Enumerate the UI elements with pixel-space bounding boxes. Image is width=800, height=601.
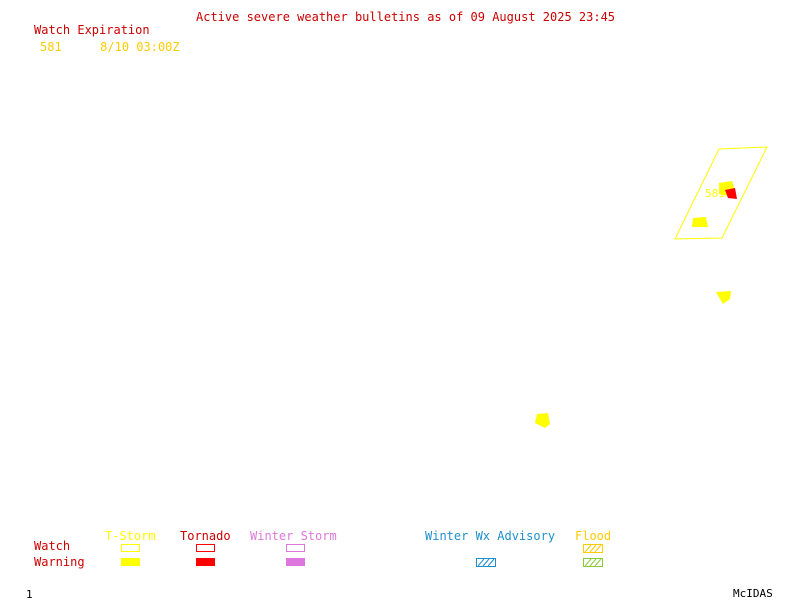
watch-expiration: 8/10 03:00Z — [100, 40, 180, 54]
legend-swatch-tstorm-warning — [121, 558, 140, 566]
legend-swatch-tornado-warning — [196, 558, 215, 566]
legend-label-flood: Flood — [575, 529, 612, 543]
legend-swatch-winter-storm-warning — [286, 558, 305, 566]
legend-swatch-flood-watch — [583, 544, 603, 553]
legend-label-tstorm: T-Storm — [105, 529, 156, 543]
frame-number: 1 — [26, 588, 33, 601]
watch-number: 581 — [40, 40, 62, 54]
watch-column-header: Watch Expiration — [34, 24, 150, 37]
legend-row-label-watch: Watch — [34, 539, 71, 553]
legend-label-winter-advisory: Winter Wx Advisory — [425, 529, 556, 543]
tstorm-warning-polygon[interactable] — [716, 291, 731, 304]
legend-swatch-tornado-watch — [196, 544, 215, 552]
software-label: McIDAS — [733, 587, 773, 600]
legend-label-winter-storm: Winter Storm — [250, 529, 337, 543]
tstorm-warning-polygon[interactable] — [692, 217, 708, 227]
bulletin-title: Active severe weather bulletins as of 09… — [196, 10, 616, 24]
legend-swatch-flood-warning — [583, 558, 603, 567]
tornado-warning-polygon[interactable] — [725, 188, 737, 199]
legend-swatch-winter-storm-watch — [286, 544, 305, 552]
legend-label-tornado: Tornado — [180, 529, 231, 543]
expiration-column-label: Expiration — [77, 23, 150, 37]
legend-swatch-winter-advisory — [476, 558, 496, 567]
watch-box-outline[interactable] — [674, 146, 768, 240]
watch-list-item[interactable]: 581 8/10 03:00Z — [40, 41, 180, 54]
watch-column-label: Watch — [34, 23, 71, 37]
tstorm-warning-polygon[interactable] — [535, 413, 550, 428]
legend-swatch-tstorm-watch — [121, 544, 140, 552]
legend-row-label-warning: Warning — [34, 555, 85, 569]
